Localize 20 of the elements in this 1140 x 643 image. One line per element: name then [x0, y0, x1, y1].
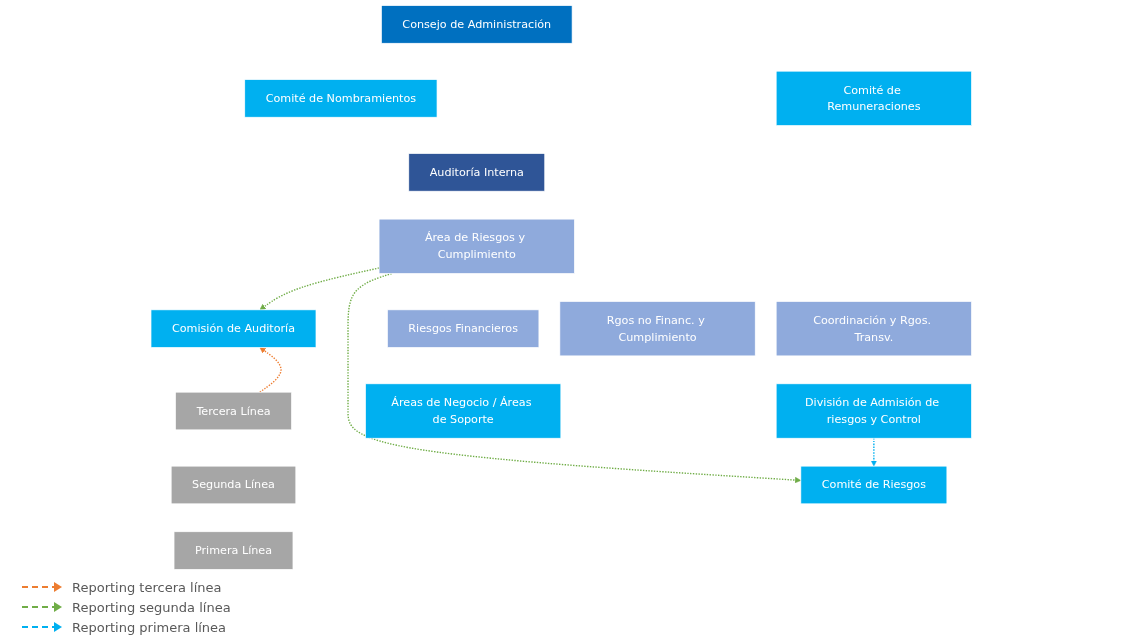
node-box: Segunda Línea — [170, 465, 297, 505]
arrow — [259, 347, 282, 393]
node-box: Coordinación y Rgos. Transv. — [775, 301, 972, 357]
legend-label: Reporting primera línea — [72, 619, 227, 635]
node-box: Rgos no Financ. y Cumplimiento — [559, 301, 756, 357]
node-box: Área de Riesgos y Cumplimiento — [378, 218, 575, 274]
node-box: Comité de Nombramientos — [244, 79, 438, 118]
node-box: División de Admisión de riesgos y Control — [775, 383, 972, 439]
node-box: Tercera Línea — [175, 391, 292, 431]
node-box: Auditoría Interna — [408, 153, 546, 192]
node-box: Riesgos Financieros — [387, 309, 540, 348]
node-box: Comisión de Auditoría — [150, 309, 317, 348]
node-box: Primera Línea — [173, 531, 294, 570]
arrow — [347, 272, 802, 484]
legend-label: Reporting segunda línea — [72, 599, 231, 615]
node-box: Áreas de Negocio / Áreas de Soporte — [365, 383, 562, 439]
legend-label: Reporting tercera línea — [72, 579, 222, 595]
node-box: Comité de Remuneraciones — [775, 70, 972, 126]
node-box: Comité de Riesgos — [800, 465, 948, 505]
node-box: Consejo de Administración — [381, 5, 573, 44]
